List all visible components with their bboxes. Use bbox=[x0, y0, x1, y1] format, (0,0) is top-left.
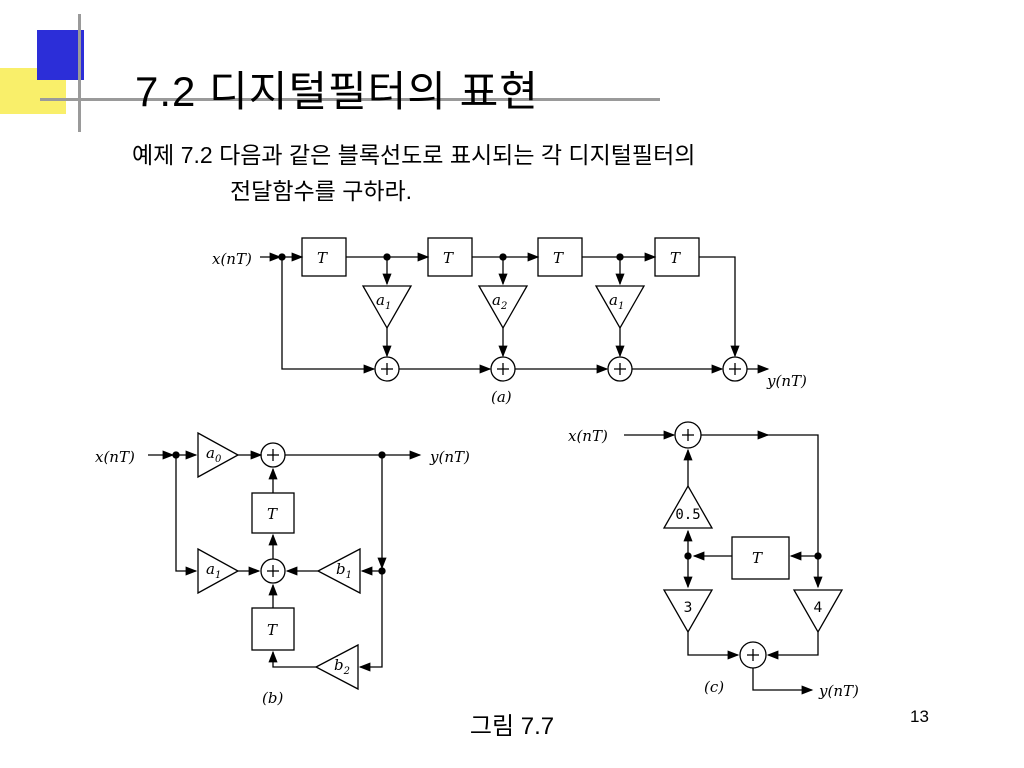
diagram-c-gain-label-3: 3 bbox=[684, 600, 693, 616]
diagram-a: x(nT) bbox=[212, 237, 770, 382]
diagram-c-gain-label-0.5: 0.5 bbox=[675, 507, 700, 523]
diagram-b-delay-label-1: T bbox=[267, 505, 278, 523]
decor-horizontal-rule bbox=[40, 98, 660, 101]
diagram-b-output-label: y(nT) bbox=[429, 448, 470, 466]
diagram-a-gain-3 bbox=[594, 285, 646, 330]
diagram-b-caption: (b) bbox=[262, 689, 283, 707]
diagram-b-labels: x(nT) y(nT) a0 a1 b1 b2 T T (b) bbox=[95, 444, 470, 707]
diagram-b-gain-label-b1: b1 bbox=[336, 560, 352, 581]
diagram-c bbox=[624, 421, 844, 695]
page-number: 13 bbox=[910, 707, 929, 726]
diagram-a-caption: (a) bbox=[491, 388, 512, 406]
diagram-c-output-label: y(nT) bbox=[818, 682, 859, 700]
diagram-a-labels: T T T T a1 a2 a1 y(nT) (a) bbox=[317, 249, 807, 406]
decor-blue-block bbox=[37, 30, 84, 80]
diagram-a-gain-label-1: a1 bbox=[376, 291, 391, 312]
diagram-c-delay bbox=[731, 536, 790, 580]
diagram-a-gain-label-2: a2 bbox=[492, 291, 507, 312]
diagram-b-gain-b2 bbox=[314, 643, 359, 691]
diagram-a-delay-label-3: T bbox=[553, 249, 564, 267]
diagram-a-output-label: y(nT) bbox=[766, 372, 807, 390]
diagram-b-gain-a0 bbox=[197, 431, 240, 479]
diagram-c-input-label: x(nT) bbox=[568, 427, 608, 445]
diagram-b-gain-label-a1: a1 bbox=[206, 560, 221, 581]
diagram-a-gain-1 bbox=[361, 285, 413, 330]
diagram-b-gain-label-a0: a0 bbox=[206, 444, 222, 465]
diagram-a-gain-2 bbox=[477, 285, 529, 330]
diagram-c-gain-4 bbox=[792, 589, 844, 634]
diagram-a-delay-label-1: T bbox=[317, 249, 328, 267]
problem-text-line1: 예제 7.2 다음과 같은 블록선도로 표시되는 각 디지털필터의 bbox=[132, 142, 696, 168]
diagram-b bbox=[148, 431, 422, 691]
slide-title: 7.2 디지털필터의 표현 bbox=[135, 68, 539, 115]
problem-text-line2: 전달함수를 구하라. bbox=[230, 178, 413, 204]
diagram-c-gain-3 bbox=[662, 589, 714, 634]
diagram-c-gain-0.5 bbox=[662, 484, 714, 529]
diagram-c-caption: (c) bbox=[704, 678, 724, 696]
figure-caption: 그림 7.7 bbox=[469, 713, 555, 740]
diagram-c-gain-label-4: 4 bbox=[814, 600, 823, 616]
diagram-b-gain-a1 bbox=[197, 547, 240, 595]
diagram-c-labels: x(nT) 0.5 3 4 T y(nT) (c) bbox=[568, 427, 859, 700]
diagram-a-delay-label-4: T bbox=[670, 249, 681, 267]
diagram-b-gain-b1 bbox=[316, 547, 361, 595]
diagram-a-delay-label-2: T bbox=[443, 249, 454, 267]
diagram-b-input-label: x(nT) bbox=[95, 448, 135, 466]
diagram-b-gain-label-b2: b2 bbox=[334, 656, 350, 677]
diagram-c-delay-label: T bbox=[752, 549, 763, 567]
diagram-a-gain-label-3: a1 bbox=[609, 291, 624, 312]
diagram-b-delay-label-2: T bbox=[267, 621, 278, 639]
decor-vertical-rule bbox=[78, 14, 81, 132]
diagram-a-input-label: x(nT) bbox=[212, 250, 252, 268]
